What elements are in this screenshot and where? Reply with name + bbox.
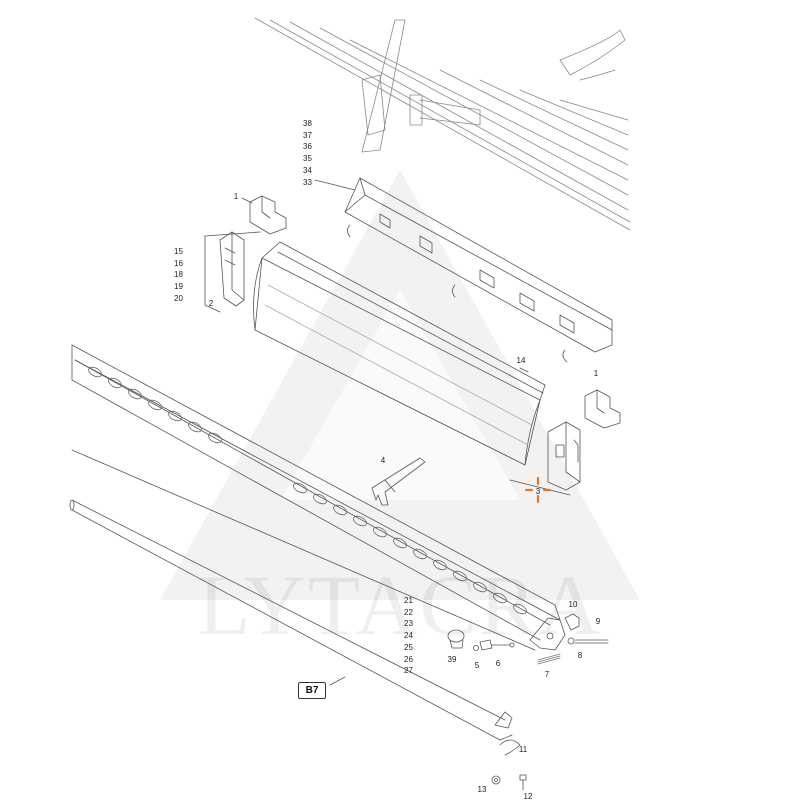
callout-5: 5 [474, 661, 480, 670]
stack-item: 34 [303, 165, 312, 175]
bracket-1-right [584, 389, 621, 429]
stack-item: 23 [404, 619, 413, 629]
callout-10: 10 [568, 600, 578, 609]
callout-6: 6 [495, 659, 501, 668]
callout-stack-33-38: 38 37 36 35 34 33 [303, 118, 312, 188]
stack-item: 36 [303, 142, 312, 152]
callout-8: 8 [577, 651, 583, 660]
callout-9: 9 [595, 617, 601, 626]
stack-item: 18 [174, 270, 183, 280]
highlight-marker [524, 476, 552, 504]
upper-channel [314, 177, 613, 363]
bracket-1-upper [241, 195, 287, 235]
callout-12: 12 [523, 792, 533, 800]
stack-item: 38 [303, 119, 312, 128]
stack-item: 21 [404, 596, 413, 605]
bracket-2-upright [204, 231, 261, 313]
clip-part-4 [371, 457, 426, 506]
fasteners [491, 739, 527, 791]
callout-1-right: 1 [593, 369, 599, 378]
callout-stack-15-20: 15 16 18 19 20 [174, 246, 183, 305]
stack-item: 26 [404, 654, 413, 664]
callout-11: 11 [518, 745, 528, 754]
watermark-text: LYTACRA [197, 557, 603, 653]
stack-item: 35 [303, 154, 312, 164]
end-bracket [529, 613, 609, 665]
stack-item: 20 [174, 293, 183, 303]
callout-stack-21-27: 21 22 23 24 25 26 27 [404, 595, 413, 677]
stack-item: 27 [404, 666, 413, 676]
stack-item: 24 [404, 631, 413, 641]
callout-39: 39 [447, 655, 457, 664]
stack-item: 25 [404, 642, 413, 652]
stack-item: 15 [174, 247, 183, 256]
stack-item: 37 [303, 130, 312, 140]
callout-13: 13 [477, 785, 487, 794]
callout-3: 3 [535, 487, 541, 496]
callout-1-upper: 1 [233, 192, 239, 201]
bracket-3-upright [509, 421, 581, 496]
stack-item: 33 [303, 177, 312, 187]
small-parts [447, 629, 515, 651]
callout-7: 7 [544, 670, 550, 679]
curved-panel-14 [253, 241, 546, 466]
stack-item: 22 [404, 607, 413, 617]
callout-14: 14 [516, 356, 526, 365]
perforated-beam [71, 344, 561, 651]
stack-item: 19 [174, 282, 183, 292]
callout-2: 2 [208, 299, 214, 308]
long-tube [69, 499, 513, 741]
section-badge-b7: B7 [298, 682, 326, 699]
callout-4: 4 [380, 456, 386, 465]
stack-item: 16 [174, 258, 183, 268]
frame-background [254, 17, 631, 231]
